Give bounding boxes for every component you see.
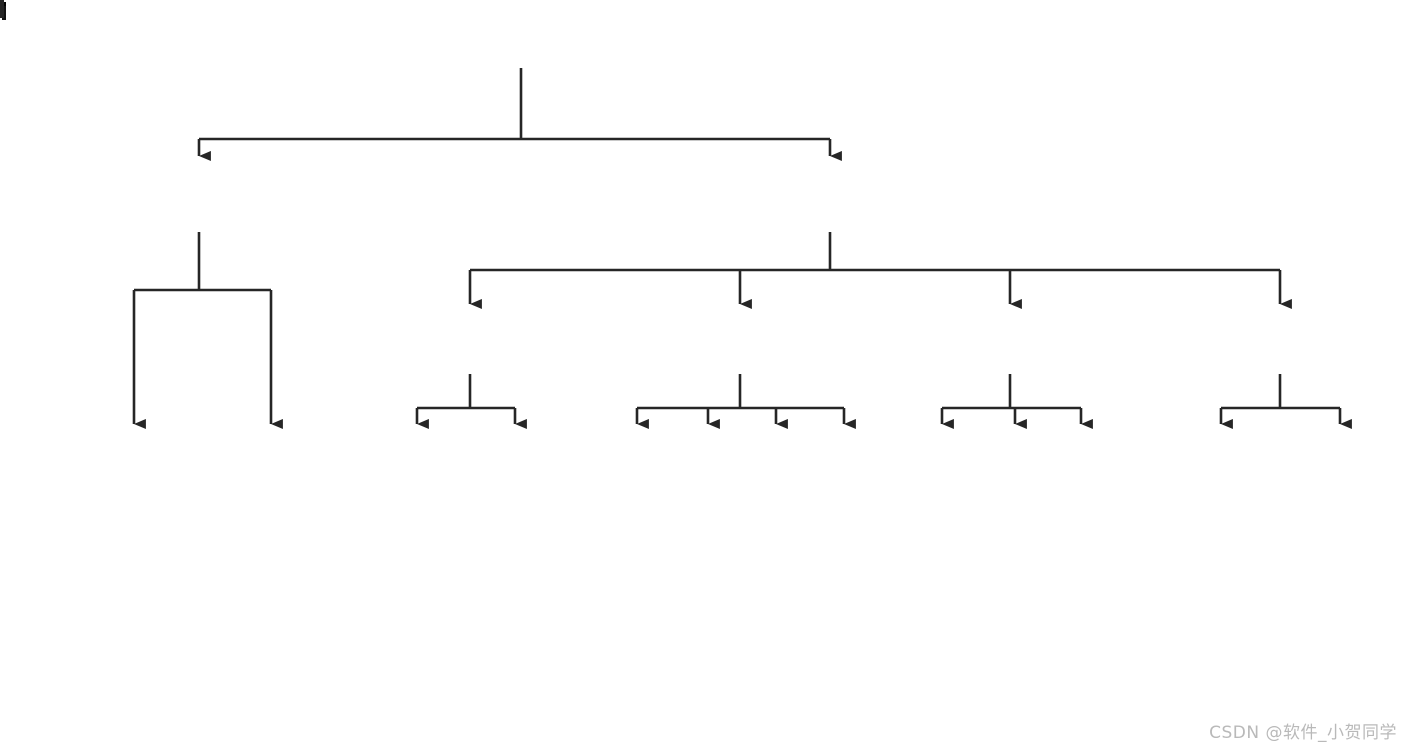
watermark-text: CSDN @软件_小贺同学 bbox=[1209, 723, 1397, 743]
node-leaf-query-record[interactable] bbox=[0, 0, 4, 18]
